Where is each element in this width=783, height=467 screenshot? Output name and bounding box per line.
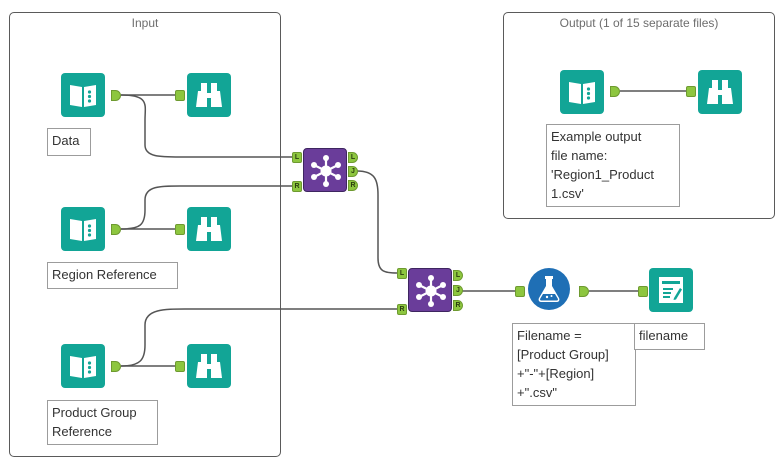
join2-right-output-anchor[interactable]: R [453,300,463,311]
data-annotation-text: Data [52,133,80,148]
document-output-icon [659,277,683,303]
wire-region-to-join1-right [120,185,292,230]
product-group-input-tool[interactable] [61,344,105,388]
output-example-annotation: Example output file name: 'Region1_Produ… [546,124,680,207]
formula-annotation: Filename = [Product Group] +"-"+[Region]… [512,323,636,406]
data-browse-tool[interactable] [187,73,231,117]
join1-left-output-anchor[interactable]: L [348,152,358,163]
product-group-annotation-line-1: Product Group [52,405,137,420]
output-example-line-3: 'Region1_Product [551,167,654,182]
binoculars-icon [196,354,222,378]
wire-data-to-join1-left [120,94,292,158]
wire-product-to-join2-right [120,308,397,367]
region-reference-annotation-text: Region Reference [52,267,157,282]
binoculars-icon [196,217,222,241]
formula-annotation-line-2: [Product Group] [517,347,609,362]
output-input-anchor[interactable] [638,286,648,297]
join1-right-output-anchor[interactable]: R [348,180,358,191]
output-filename-annotation: filename [634,323,705,350]
output-filename-annotation-text: filename [639,328,689,343]
product-group-annotation-line-2: Reference [52,424,112,439]
join1-join-output-anchor[interactable]: J [348,166,358,177]
example-browse-input-anchor[interactable] [686,86,696,97]
example-input-output-anchor[interactable] [610,86,620,97]
region-reference-annotation: Region Reference [47,262,178,289]
product-group-reference-annotation: Product Group Reference [47,400,158,445]
formula-annotation-line-3: +"-"+[Region] [517,366,595,381]
output-example-line-4: 1.csv' [551,186,584,201]
join-hub-icon [416,275,446,307]
region-browse-tool[interactable] [187,207,231,251]
book-input-icon [70,85,96,107]
example-input-tool[interactable] [560,70,604,114]
wire-join1-to-join2-left [356,170,398,274]
flask-icon [528,268,570,310]
data-input-tool[interactable] [61,73,105,117]
output-example-line-2: file name: [551,148,608,163]
join1-tool[interactable] [303,148,347,192]
book-input-icon [70,219,96,241]
join1-right-input-anchor[interactable]: R [292,181,302,192]
example-browse-tool[interactable] [698,70,742,114]
join1-left-input-anchor[interactable]: L [292,152,302,163]
input-container-title: Input [131,16,159,30]
join2-join-output-anchor[interactable]: J [453,285,463,296]
data-input-output-anchor[interactable] [111,90,121,101]
binoculars-icon [196,83,222,107]
book-input-icon [569,82,595,104]
join2-left-input-anchor[interactable]: L [397,268,407,279]
input-container[interactable]: Input [9,12,281,457]
data-annotation: Data [47,128,91,156]
formula-annotation-line-4: +".csv" [517,385,557,400]
join-hub-icon [311,155,341,187]
product-group-browse-tool[interactable] [187,344,231,388]
binoculars-icon [707,80,733,104]
join2-tool[interactable] [408,268,452,312]
formula-annotation-line-1: Filename = [517,328,582,343]
product-group-input-output-anchor[interactable] [111,361,121,372]
formula-tool[interactable] [527,267,571,311]
join2-left-output-anchor[interactable]: L [453,270,463,281]
output-container-title: Output (1 of 15 separate files) [559,16,719,30]
product-group-browse-input-anchor[interactable] [175,361,185,372]
output-example-line-1: Example output [551,129,642,144]
formula-output-anchor[interactable] [579,286,589,297]
book-input-icon [70,356,96,378]
join2-right-input-anchor[interactable]: R [397,304,407,315]
formula-input-anchor[interactable] [515,286,525,297]
region-browse-input-anchor[interactable] [175,224,185,235]
region-input-tool[interactable] [61,207,105,251]
data-browse-input-anchor[interactable] [175,90,185,101]
output-tool[interactable] [649,268,693,312]
region-input-output-anchor[interactable] [111,224,121,235]
